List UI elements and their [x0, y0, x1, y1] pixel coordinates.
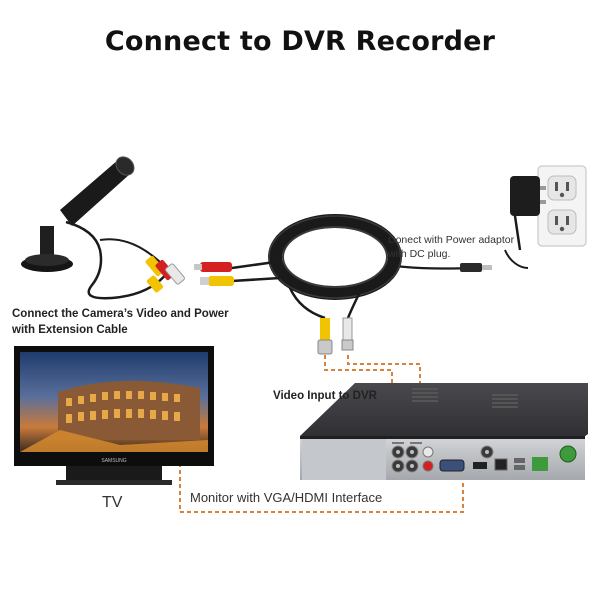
- power-cable: [394, 249, 529, 272]
- video-power-connectors: [317, 317, 354, 355]
- camera-connection-label-line2: with Extension Cable: [12, 324, 128, 336]
- monitor-interface-label: Monitor with VGA/HDMI Interface: [190, 490, 383, 505]
- power-adaptor-label-line1: Conect with Power adaptor: [388, 234, 515, 246]
- tv-monitor-icon: [14, 346, 214, 485]
- camera-connection-label-line1: Connect the Camera’s Video and Power: [12, 308, 229, 320]
- monitor-dashed-line: [179, 463, 464, 513]
- cable-coil-icon: [268, 214, 402, 320]
- bullet-camera-icon: [21, 156, 185, 300]
- dvr-recorder-icon: [300, 383, 588, 480]
- tv-brand-label: SAMSUNG: [101, 458, 126, 464]
- tv-label: TV: [102, 494, 123, 511]
- power-adaptor-label-line2: with DC plug.: [388, 248, 451, 260]
- power-adapter-icon: [510, 176, 546, 251]
- extension-cable: [194, 260, 281, 286]
- video-input-label: Video Input to DVR: [273, 390, 377, 402]
- video-dashed-line: [324, 355, 393, 440]
- page-title: Connect to DVR Recorder: [104, 26, 496, 57]
- wall-outlet-icon: [537, 165, 587, 247]
